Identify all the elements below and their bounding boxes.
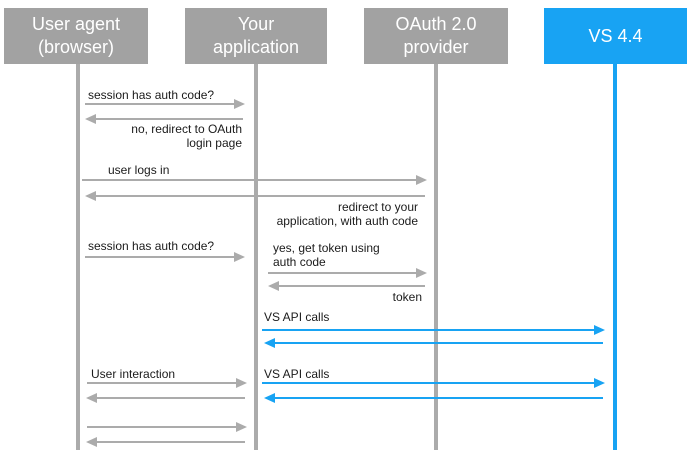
arrowhead-left-icon (86, 393, 97, 403)
arrow-user-logs-in (82, 175, 427, 185)
message-label: no, redirect to OAuth login page (131, 122, 242, 150)
arrow-vs-api-return-1 (264, 338, 603, 348)
actor-box-user-agent: User agent (browser) (4, 8, 148, 64)
arrow-get-token (268, 268, 427, 278)
arrow-user-interaction (87, 378, 247, 388)
arrow-redirect-with-code (85, 191, 425, 201)
arrowhead-right-icon (416, 175, 427, 185)
lifeline-vs-4-4 (613, 64, 617, 450)
arrowhead-left-icon (264, 393, 275, 403)
message-label: token (392, 290, 422, 304)
arrow-token-response (268, 281, 425, 291)
arrow-redirect-to-login (85, 114, 243, 124)
arrow-session-check-1 (85, 99, 245, 109)
arrowhead-left-icon (268, 281, 279, 291)
arrowhead-right-icon (594, 378, 605, 388)
message-label: yes, get token using auth code (273, 241, 380, 269)
actor-box-oauth-provider: OAuth 2.0 provider (364, 8, 508, 64)
arrowhead-left-icon (86, 437, 97, 447)
arrow-vs-api-return-2 (264, 393, 603, 403)
arrowhead-right-icon (236, 422, 247, 432)
arrowhead-right-icon (234, 252, 245, 262)
arrowhead-left-icon (85, 114, 96, 124)
message-label: VS API calls (264, 367, 330, 381)
message-label: session has auth code? (88, 239, 215, 253)
actor-box-vs-4-4: VS 4.4 (544, 8, 687, 64)
message-label: User interaction (91, 367, 176, 381)
message-label: redirect to your application, with auth … (276, 200, 418, 228)
arrowhead-right-icon (236, 378, 247, 388)
arrowhead-right-icon (594, 325, 605, 335)
lifeline-user-agent (76, 64, 80, 450)
message-label: VS API calls (264, 310, 330, 324)
lifeline-your-application (254, 64, 258, 450)
message-label: user logs in (108, 163, 170, 177)
arrow-session-check-2 (85, 252, 245, 262)
arrow-app-return-1 (86, 393, 245, 403)
arrow-vs-api-calls-2 (262, 378, 605, 388)
arrow-vs-api-calls-1 (262, 325, 605, 335)
arrowhead-right-icon (234, 99, 245, 109)
arrowhead-right-icon (416, 268, 427, 278)
arrowhead-left-icon (264, 338, 275, 348)
arrow-app-browser-unlabeled (86, 437, 245, 447)
message-label: session has auth code? (88, 88, 215, 102)
actor-box-your-application: Your application (185, 8, 327, 64)
arrow-browser-app-unlabeled (87, 422, 247, 432)
lifeline-oauth-provider (434, 64, 438, 450)
arrowhead-left-icon (85, 191, 96, 201)
